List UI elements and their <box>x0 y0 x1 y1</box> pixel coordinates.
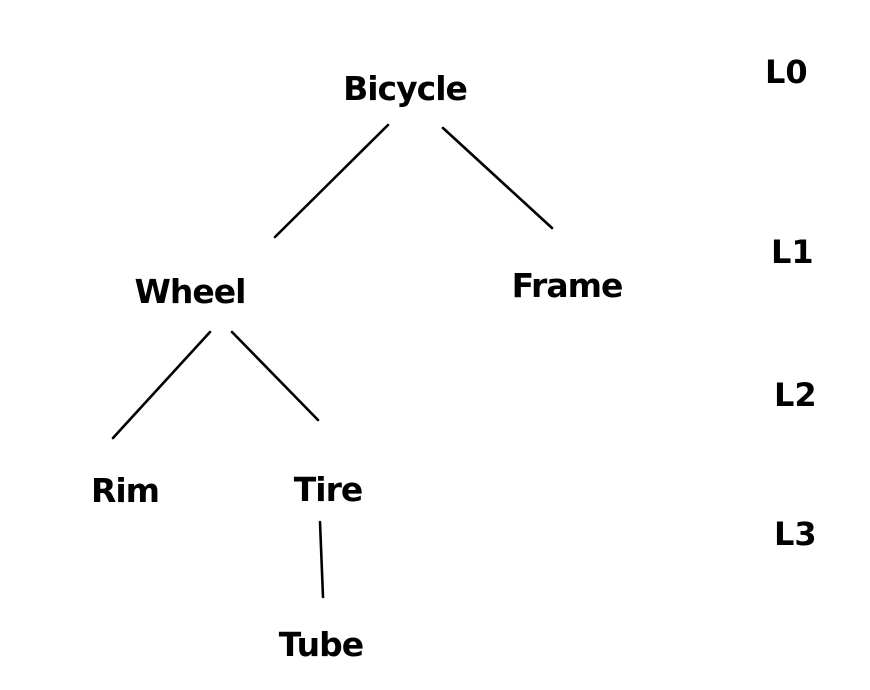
node-wheel: Wheel <box>135 272 246 311</box>
node-tube: Tube <box>279 625 363 664</box>
level-label-l1: L1 <box>771 233 814 271</box>
edge-tire-tube <box>318 520 325 599</box>
node-bicycle: Bicycle <box>343 69 467 108</box>
level-label-l0: L0 <box>765 53 808 91</box>
level-label-l3: L3 <box>774 515 817 553</box>
edge-bicycle-frame <box>441 126 554 230</box>
node-frame: Frame <box>512 266 623 305</box>
level-label-l2: L2 <box>774 376 817 414</box>
edge-bicycle-wheel <box>273 123 390 239</box>
edge-wheel-rim <box>111 330 212 440</box>
node-rim: Rim <box>91 471 159 510</box>
node-tire: Tire <box>294 470 362 509</box>
edge-wheel-tire <box>230 330 320 422</box>
